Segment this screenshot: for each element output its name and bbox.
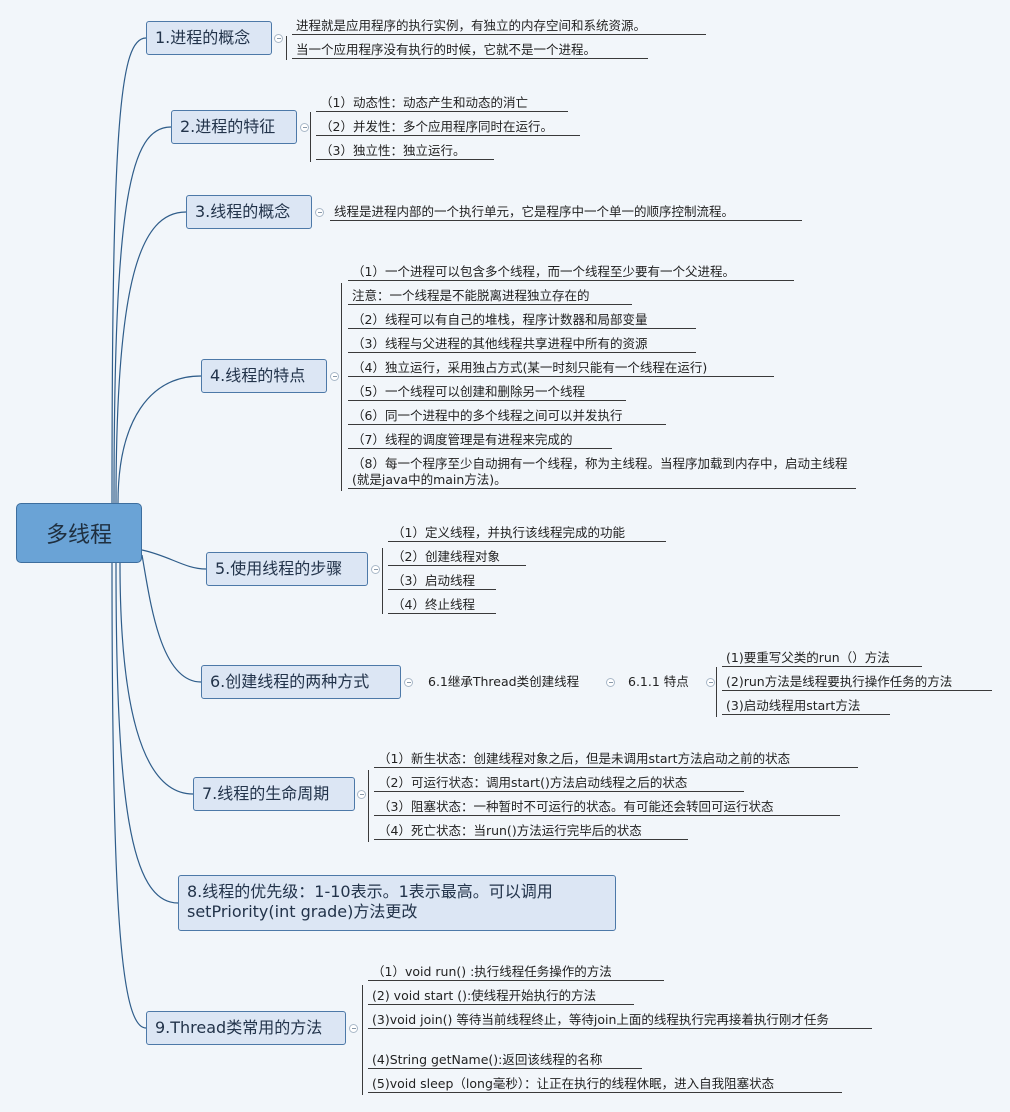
collapse-icon[interactable]: [330, 372, 339, 381]
leaf-item: （3）独立性：独立运行。: [316, 143, 494, 160]
collapse-icon[interactable]: [357, 790, 366, 799]
topic-label: 1.进程的概念: [155, 28, 251, 47]
leaf-item: （7）线程的调度管理是有进程来完成的: [348, 432, 612, 449]
topic-label: 7.线程的生命周期: [202, 784, 330, 803]
branch-bracket: [368, 770, 369, 842]
topic-label: 6.创建线程的两种方式: [210, 672, 370, 691]
collapse-icon[interactable]: [706, 678, 715, 687]
branch-bracket: [341, 283, 342, 491]
collapse-icon[interactable]: [349, 1024, 358, 1033]
leaf-item: （8）每一个程序至少自动拥有一个线程，称为主线程。当程序加载到内存中，启动主线程…: [348, 456, 856, 489]
leaf-item: (1)要重写父类的run（）方法: [722, 650, 922, 667]
topic-thread-methods[interactable]: 9.Thread类常用的方法: [146, 1011, 346, 1045]
topic-thread-priority[interactable]: 8.线程的优先级：1-10表示。1表示最高。可以调用setPriority(in…: [178, 875, 616, 931]
root-node[interactable]: 多线程: [16, 503, 142, 563]
leaf-item: （2）线程可以有自己的堆栈，程序计数器和局部变量: [348, 312, 696, 329]
collapse-icon[interactable]: [315, 208, 324, 217]
leaf-item: 注意：一个线程是不能脱离进程独立存在的: [348, 288, 632, 305]
topic-thread-steps[interactable]: 5.使用线程的步骤: [206, 552, 368, 586]
topic-label: 2.进程的特征: [180, 117, 276, 136]
leaf-item: （2）可运行状态：调用start()方法启动线程之后的状态: [374, 775, 744, 792]
leaf-item: （1）定义线程，并执行该线程完成的功能: [388, 525, 666, 542]
leaf-item: （4）死亡状态：当run()方法运行完毕后的状态: [374, 823, 688, 840]
leaf-item: （3）线程与父进程的其他线程共享进程中所有的资源: [348, 336, 696, 353]
topic-thread-concept[interactable]: 3.线程的概念: [186, 195, 312, 229]
collapse-icon[interactable]: [404, 678, 413, 687]
topic-thread-lifecycle[interactable]: 7.线程的生命周期: [193, 777, 355, 811]
root-label: 多线程: [45, 523, 112, 548]
leaf-item: （1）一个进程可以包含多个线程，而一个线程至少要有一个父进程。: [348, 264, 794, 281]
topic-label: 8.线程的优先级：1-10表示。1表示最高。可以调用setPriority(in…: [187, 882, 553, 921]
leaf-item: （4）终止线程: [388, 597, 496, 614]
leaf-item: (4)String getName():返回该线程的名称: [368, 1052, 642, 1069]
topic-label: 9.Thread类常用的方法: [155, 1018, 323, 1037]
leaf-item: （1）void run() :执行线程任务操作的方法: [368, 964, 664, 981]
topic-process-features[interactable]: 2.进程的特征: [171, 110, 297, 144]
branch-bracket: [382, 548, 383, 614]
leaf-item: (3)启动线程用start方法: [722, 698, 890, 715]
leaf-item: (2)run方法是线程要执行操作任务的方法: [722, 674, 992, 691]
collapse-icon[interactable]: [300, 123, 309, 132]
leaf-item: (2) void start ():使线程开始执行的方法: [368, 988, 634, 1005]
leaf-item: (3)void join() 等待当前线程终止，等待join上面的线程执行完再接…: [368, 1012, 872, 1029]
leaf-item: （6）同一个进程中的多个线程之间可以并发执行: [348, 408, 666, 425]
leaf-item: （1）新生状态：创建线程对象之后，但是未调用start方法启动之前的状态: [374, 751, 858, 768]
subtopic-extend-thread[interactable]: 6.1继承Thread类创建线程: [428, 674, 580, 689]
collapse-icon[interactable]: [606, 678, 615, 687]
topic-label: 5.使用线程的步骤: [215, 559, 343, 578]
leaf-item: （2）并发性：多个应用程序同时在运行。: [316, 119, 580, 136]
leaf-item: （2）创建线程对象: [388, 549, 526, 566]
collapse-icon[interactable]: [274, 34, 283, 43]
leaf-item: （3）阻塞状态：一种暂时不可运行的状态。有可能还会转回可运行状态: [374, 799, 840, 816]
leaf-item: （5）一个线程可以创建和删除另一个线程: [348, 384, 626, 401]
branch-bracket: [362, 985, 363, 1095]
collapse-icon[interactable]: [371, 565, 380, 574]
leaf-item: 线程是进程内部的一个执行单元，它是程序中一个单一的顺序控制流程。: [330, 204, 802, 221]
topic-thread-features[interactable]: 4.线程的特点: [201, 359, 327, 393]
subtopic-features[interactable]: 6.1.1 特点: [628, 674, 689, 689]
leaf-item: （1）动态性：动态产生和动态的消亡: [316, 95, 568, 112]
leaf-item: 当一个应用程序没有执行的时候，它就不是一个进程。: [292, 42, 648, 59]
topic-process-concept[interactable]: 1.进程的概念: [146, 21, 272, 55]
leaf-item: 进程就是应用程序的执行实例，有独立的内存空间和系统资源。: [292, 18, 706, 35]
leaf-item: （4）独立运行，采用独占方式(某一时刻只能有一个线程在运行): [348, 360, 774, 377]
branch-bracket: [286, 36, 287, 60]
topic-create-thread[interactable]: 6.创建线程的两种方式: [201, 665, 401, 699]
leaf-item: （3）启动线程: [388, 573, 496, 590]
leaf-item: (5)void sleep（long毫秒）：让正在执行的线程休眠，进入自我阻塞状…: [368, 1076, 842, 1093]
topic-label: 3.线程的概念: [195, 202, 291, 221]
branch-bracket: [716, 667, 717, 717]
branch-bracket: [310, 112, 311, 162]
topic-label: 4.线程的特点: [210, 366, 306, 385]
